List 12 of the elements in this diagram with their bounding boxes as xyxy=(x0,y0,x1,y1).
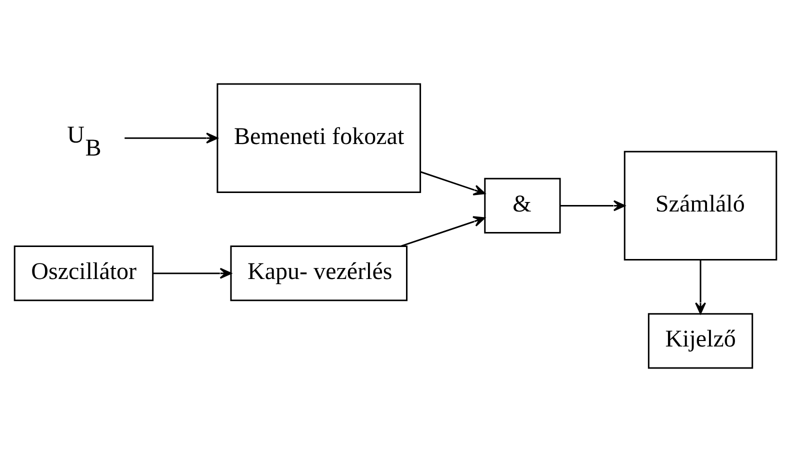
arrow xyxy=(695,260,706,314)
arrow xyxy=(560,200,626,212)
node-box: Bemeneti fokozat xyxy=(216,83,422,193)
node-box: Oszcillátor xyxy=(14,246,154,302)
node-box: Számláló xyxy=(624,150,778,261)
arrow xyxy=(153,268,232,279)
arrow xyxy=(400,216,486,247)
node-box: Kijelző xyxy=(648,313,754,369)
arrow xyxy=(420,171,486,196)
arrow xyxy=(124,132,218,144)
node-box: Kapu- vezérlés xyxy=(230,246,408,302)
node-box: & xyxy=(484,178,561,234)
